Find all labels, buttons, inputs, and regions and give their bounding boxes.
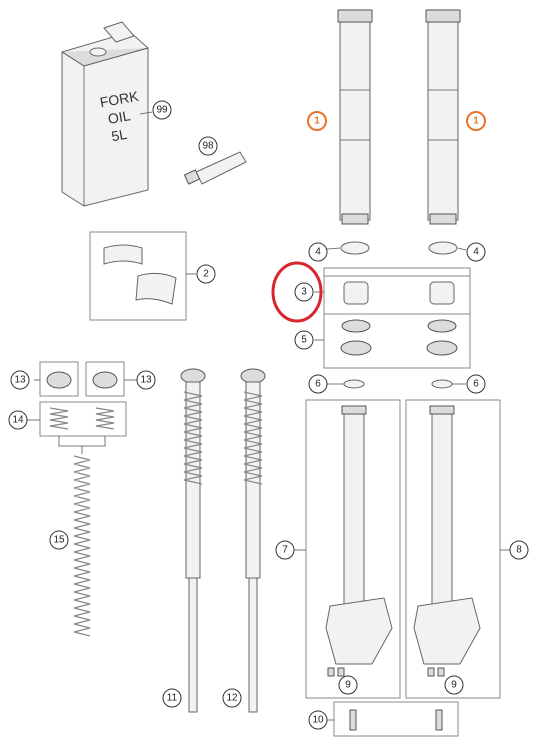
red-highlight-circle	[271, 261, 323, 323]
fork-ring-right	[428, 241, 458, 255]
cap-box-right	[85, 361, 125, 397]
lower-leg-right-box	[405, 399, 501, 699]
svg-text:3: 3	[301, 287, 307, 298]
cap-box-left	[39, 361, 79, 397]
callout-7: 7	[275, 540, 295, 560]
svg-text:2: 2	[203, 269, 209, 280]
seal-left	[340, 319, 372, 356]
callout-2: 2	[196, 264, 216, 284]
preload-spring-right	[95, 407, 115, 430]
bushing-left	[343, 281, 369, 305]
oil-can-label-line2: OIL	[107, 107, 132, 127]
svg-text:1: 1	[473, 116, 479, 127]
upper-fork-tube-right	[425, 9, 461, 225]
o-ring-left	[343, 379, 365, 389]
svg-text:12: 12	[226, 693, 238, 704]
svg-text:11: 11	[167, 693, 178, 704]
svg-text:9: 9	[345, 680, 351, 691]
callout-14: 14	[8, 410, 28, 430]
oil-can-label-line3: 5L	[110, 126, 128, 144]
svg-text:6: 6	[315, 379, 321, 390]
preload-spring-left	[49, 407, 69, 430]
cartridge-left	[180, 368, 206, 713]
preload-spring-box	[39, 401, 127, 437]
callout-5: 5	[294, 330, 314, 350]
callout-1-left: 1	[307, 111, 327, 131]
callout-4-right: 4	[466, 242, 486, 262]
callout-4-left: 4	[308, 242, 328, 262]
callout-1-right: 1	[466, 111, 486, 131]
cartridge-right	[240, 368, 266, 713]
callout-10: 10	[308, 710, 328, 730]
svg-text:4: 4	[473, 247, 479, 258]
callout-99: 99	[152, 100, 172, 120]
callout-8: 8	[509, 540, 529, 560]
svg-text:6: 6	[473, 379, 479, 390]
callout-9-right: 9	[444, 675, 464, 695]
fork-ring-left	[340, 241, 370, 255]
screw-set-box	[333, 701, 459, 737]
callout-6-right: 6	[466, 374, 486, 394]
svg-text:98: 98	[202, 141, 214, 152]
callout-12: 12	[222, 688, 242, 708]
svg-text:4: 4	[315, 247, 321, 258]
fork-oil-can: FORK OIL 5L	[61, 21, 149, 207]
callout-98: 98	[198, 136, 218, 156]
svg-text:13: 13	[140, 375, 152, 386]
svg-text:9: 9	[451, 680, 457, 691]
svg-text:8: 8	[516, 545, 522, 556]
fork-cap-left	[46, 371, 72, 389]
main-spring	[73, 455, 91, 637]
screw-right	[435, 709, 443, 731]
svg-text:1: 1	[314, 116, 320, 127]
screw-left	[349, 709, 357, 731]
svg-text:7: 7	[282, 545, 288, 556]
clamp-parts-box	[89, 231, 187, 321]
svg-text:13: 13	[14, 375, 26, 386]
callout-15: 15	[49, 530, 69, 550]
lower-leg-left-box	[305, 399, 401, 699]
seal-kit-box	[323, 267, 471, 369]
o-ring-right	[431, 379, 453, 389]
svg-text:5: 5	[301, 335, 307, 346]
fork-cap-right	[92, 371, 118, 389]
grease-tube	[183, 151, 247, 185]
oil-can-label-line1: FORK	[99, 88, 141, 111]
seal-right	[426, 319, 458, 356]
lower-leg-left	[325, 405, 393, 677]
callout-11: 11	[162, 688, 182, 708]
svg-text:99: 99	[156, 105, 168, 116]
callout-13-right: 13	[136, 370, 156, 390]
callout-3: 3	[294, 282, 314, 302]
svg-text:15: 15	[53, 535, 65, 546]
lower-leg-right	[413, 405, 481, 677]
svg-text:14: 14	[12, 415, 24, 426]
upper-fork-tube-left	[337, 9, 373, 225]
callout-9-left: 9	[338, 675, 358, 695]
bushing-right	[429, 281, 455, 305]
callout-6-left: 6	[308, 374, 328, 394]
callout-13-left: 13	[10, 370, 30, 390]
bushing-box	[323, 275, 471, 315]
svg-text:10: 10	[312, 715, 324, 726]
